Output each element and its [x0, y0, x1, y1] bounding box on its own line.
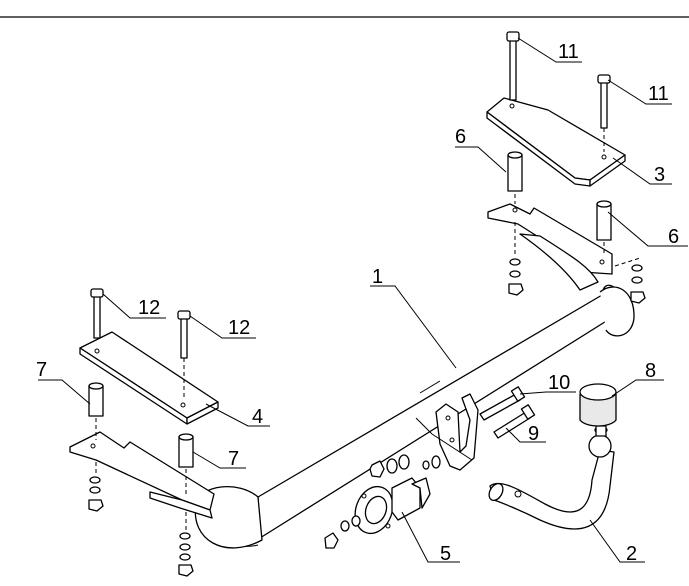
bolt-10 [479, 386, 526, 421]
ball-cover [579, 383, 617, 427]
callout-1: 1 [372, 266, 383, 288]
callout-6a: 6 [455, 126, 466, 148]
callout-9: 9 [528, 423, 539, 445]
bolt-left-b [177, 310, 191, 359]
callout-2: 2 [626, 543, 637, 565]
callout-11b: 11 [648, 83, 669, 105]
spacer-left-a [88, 382, 104, 417]
callout-3: 3 [654, 164, 665, 186]
bolt-right-a [506, 31, 520, 101]
left-bracket-assembly [69, 288, 219, 577]
callout-12b: 12 [228, 317, 250, 339]
callout-8: 8 [645, 360, 656, 382]
socket-plate [324, 477, 431, 549]
callout-6b: 6 [668, 226, 679, 248]
spacer-right-b [596, 200, 612, 241]
ball-mount-holder [369, 393, 479, 478]
right-bracket-assembly [486, 31, 646, 304]
bolt-9 [493, 404, 536, 439]
callout-7b: 7 [228, 448, 239, 470]
tow-ball-arm [488, 425, 615, 530]
spacer-right-a [507, 151, 523, 192]
callout-leaders [38, 37, 688, 563]
callout-11a: 11 [558, 41, 579, 63]
bolt-right-b [597, 74, 611, 129]
callout-7a: 7 [36, 359, 47, 381]
callout-10: 10 [548, 372, 570, 394]
callout-12a: 12 [138, 297, 160, 319]
callout-5: 5 [440, 543, 451, 565]
callout-4: 4 [252, 406, 263, 428]
spacer-left-b [178, 433, 194, 468]
bolt-left-a [90, 288, 104, 339]
